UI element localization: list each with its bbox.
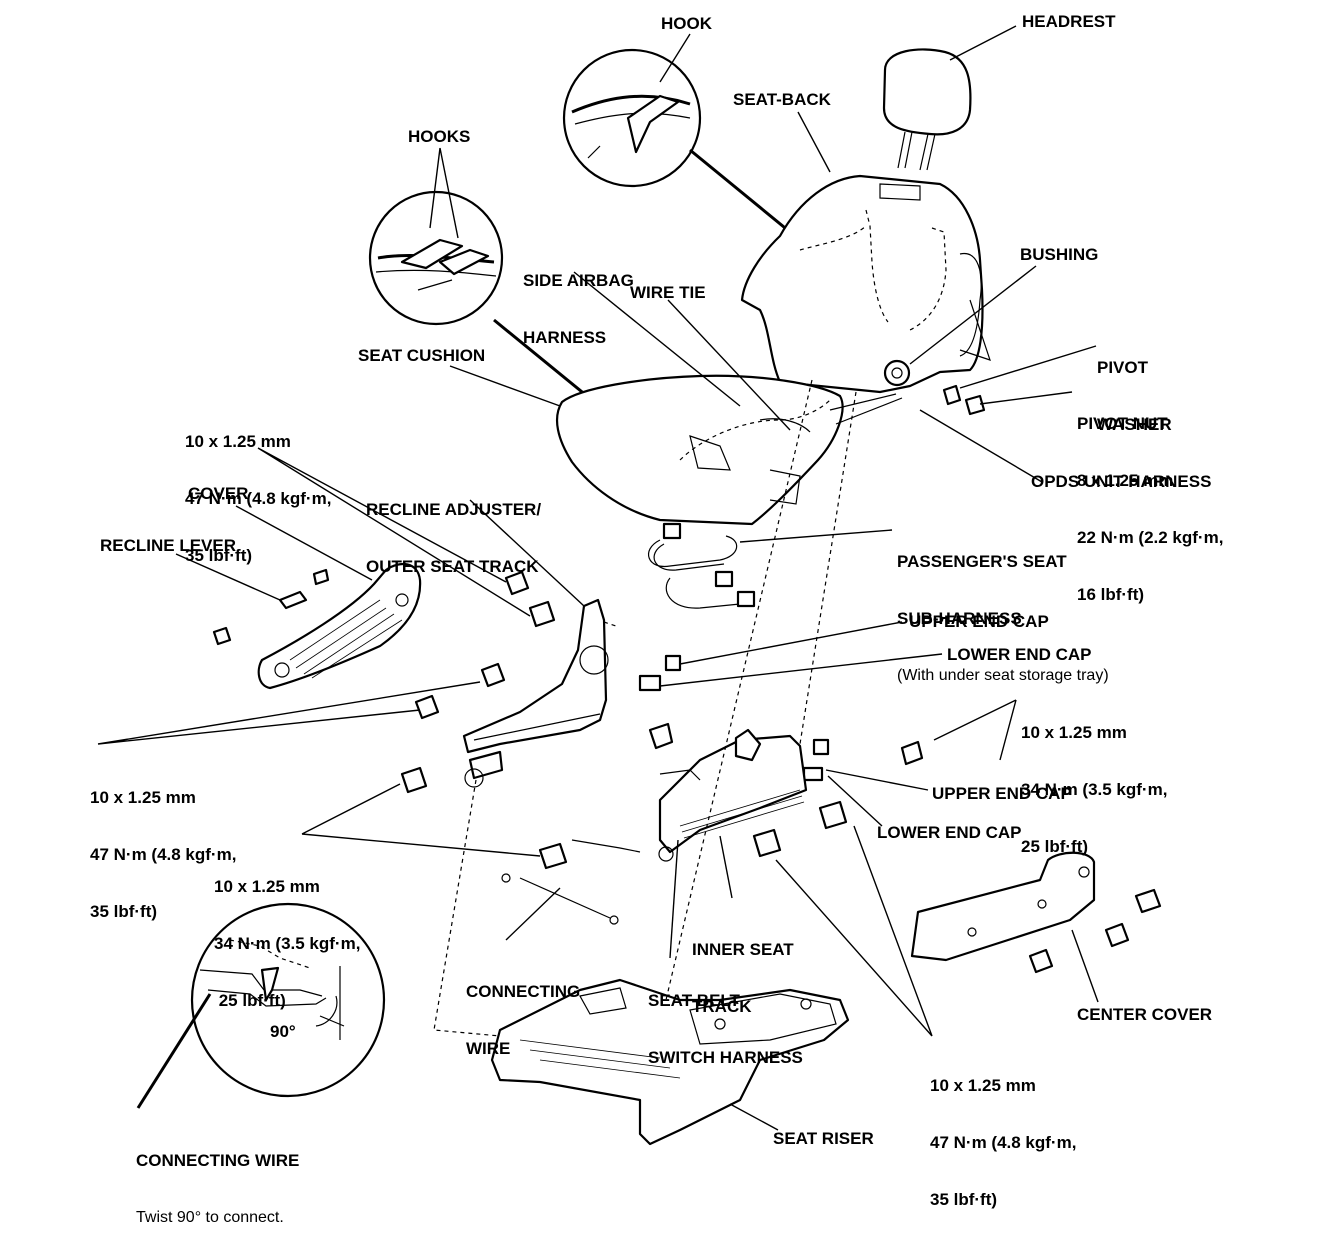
label-connecting-wire: CONNECTING WIRE [466,944,580,1077]
label-line: SUB-HARNESS [897,609,1022,628]
label-line: 10 x 1.25 mm [214,877,320,896]
label-note: Twist 90° to connect. [136,1209,284,1226]
label-passenger-sub-harness: PASSENGER'S SEAT SUB-HARNESS (With under… [897,514,1109,704]
label-headrest: HEADREST [1022,12,1116,31]
label-line: 34 N·m (3.5 kgf·m, [214,934,361,953]
label-upper-end-cap-2: UPPER END CAP [932,784,1072,803]
label-line: 25 lbf·ft) [214,991,286,1010]
label-torque-top-left: 10 x 1.25 mm 47 N·m (4.8 kgf·m, 35 lbf·f… [185,394,331,584]
outer-seat-track-part [462,598,609,788]
label-line: 10 x 1.25 mm [930,1076,1036,1095]
label-hooks: HOOKS [408,127,471,146]
inner-seat-track-part [571,728,808,862]
label-line: 35 lbf·ft) [930,1190,998,1209]
label-side-airbag-harness: SIDE AIRBAG HARNESS [523,233,634,366]
label-torque-mid-34: 10 x 1.25 mm 34 N·m (3.5 kgf·m, 25 lbf·f… [214,839,360,1029]
label-line: 22 N·m (2.2 kgf·m, [1077,528,1224,547]
label-torque-right-34: 10 x 1.25 mm 34 N·m (3.5 kgf·m, 25 lbf·f… [1021,685,1167,875]
label-angle: 90° [270,1022,296,1041]
label-line: WASHER [1097,415,1172,434]
label-wire-tie: WIRE TIE [630,283,706,302]
label-pivot-washer: PIVOT WASHER [1097,320,1172,453]
passenger-sub-harness-part [648,522,756,609]
label-connecting-wire-detail: CONNECTING WIRE Twist 90° to connect. [136,1113,299,1246]
label-line: CONNECTING WIRE [136,1151,300,1170]
connecting-wire-detail-circle [136,902,386,1109]
headrest-part [882,48,972,171]
label-line: 34 N·m (3.5 kgf·m, [1021,780,1168,799]
label-line: 8 x 1.25 mm [1077,471,1174,490]
label-recline-lever: RECLINE LEVER [100,536,237,555]
label-line: RECLINE ADJUSTER/ [366,500,542,519]
label-inner-seat-track: INNER SEAT TRACK [692,902,794,1035]
label-hook: HOOK [661,14,712,33]
label-recline-adjuster: RECLINE ADJUSTER/ OUTER SEAT TRACK [366,462,541,595]
label-upper-end-cap-1: UPPER END CAP [909,612,1049,631]
seat-exploded-diagram [97,25,1162,1146]
bolts [400,384,986,870]
label-center-cover: CENTER COVER [1077,1005,1213,1024]
label-opds-unit-harness: OPDS UNIT HARNESS [1031,472,1212,491]
label-lower-end-cap-1: LOWER END CAP [947,645,1092,664]
label-line: 35 lbf·ft) [90,902,158,921]
seat-back-part [740,174,991,394]
label-line: 10 x 1.25 mm [90,788,196,807]
label-seat-belt-switch-harness: SEAT BELT SWITCH HARNESS [648,953,803,1086]
seat-cushion-part [555,374,903,526]
label-line: OUTER SEAT TRACK [366,557,539,576]
label-line: 25 lbf·ft) [1021,837,1089,856]
label-line: PASSENGER'S SEAT [897,552,1067,571]
label-line: SWITCH HARNESS [648,1048,803,1067]
label-line: PIVOT NUT [1077,414,1168,433]
label-line: TRACK [692,997,752,1016]
label-line: 16 lbf·ft) [1077,585,1145,604]
label-line: INNER SEAT [692,940,794,959]
label-line: 47 N·m (4.8 kgf·m, [90,845,237,864]
label-cover: COVER [188,484,249,503]
label-note: (With under seat storage tray) [897,667,1109,684]
alignment-lines [433,379,857,1037]
label-bushing: BUSHING [1020,245,1099,264]
leader-lines [97,25,1099,1131]
connecting-wire-part [501,873,619,925]
label-pivot-nut: PIVOT NUT 8 x 1.25 mm 22 N·m (2.2 kgf·m,… [1077,376,1223,623]
label-line: 35 lbf·ft) [185,546,253,565]
label-seat-back: SEAT-BACK [733,90,831,109]
label-line: 10 x 1.25 mm [185,432,291,451]
label-line: WIRE [466,1039,511,1058]
label-torque-bottom-right: 10 x 1.25 mm 47 N·m (4.8 kgf·m, 35 lbf·f… [930,1038,1076,1228]
label-line: CONNECTING [466,982,581,1001]
recline-cover-part [212,562,422,690]
label-lower-end-cap-2: LOWER END CAP [877,823,1022,842]
label-line: 10 x 1.25 mm [1021,723,1127,742]
label-seat-riser: SEAT RISER [773,1129,874,1148]
label-line: SEAT BELT [648,991,740,1010]
label-line: 47 N·m (4.8 kgf·m, [930,1133,1077,1152]
hooks-detail-circle [368,190,681,474]
label-line: HARNESS [523,328,607,347]
label-seat-cushion: SEAT CUSHION [358,346,486,365]
label-line: 47 N·m (4.8 kgf·m, [185,489,332,508]
seat-riser-part [490,978,850,1146]
center-cover-part [910,851,1162,974]
label-torque-left-47: 10 x 1.25 mm 47 N·m (4.8 kgf·m, 35 lbf·f… [90,750,236,940]
label-line: SIDE AIRBAG [523,271,634,290]
label-line: PIVOT [1097,358,1149,377]
